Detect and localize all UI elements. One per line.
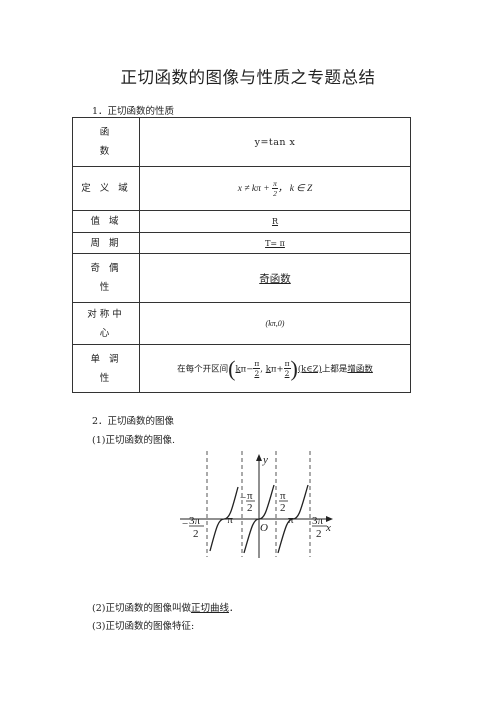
- table-row-symmetry: 对称中 心 (kπ,0): [72, 302, 411, 345]
- label-line: 数: [99, 146, 113, 157]
- row-label-parity: 奇 偶 性: [72, 253, 140, 303]
- interval-k: k: [235, 364, 241, 374]
- interval-plus: +: [276, 364, 284, 374]
- row-label-symmetry: 对称中 心: [72, 302, 140, 345]
- tick-minus-sign: −: [240, 492, 246, 504]
- paragraph-graph-features: (3)正切函数的图像特征:: [92, 621, 195, 632]
- fraction-numerator: π: [253, 359, 261, 369]
- row-label-monotonicity: 单 调 性: [72, 344, 140, 393]
- label-line: 性: [99, 282, 113, 293]
- tick-neg-half-pi-den: 2: [247, 502, 253, 514]
- table-row-function: 函 数 y=tan x: [72, 117, 411, 167]
- row-label-domain: 定 义 域: [72, 166, 140, 211]
- label-line: 性: [99, 372, 113, 384]
- row-value-period: T= π: [139, 232, 411, 254]
- label-line: 奇 偶: [90, 263, 122, 274]
- table-row-parity: 奇 偶 性 奇函数: [72, 253, 411, 303]
- row-label-range: 值 域: [72, 210, 140, 233]
- row-value-function: y=tan x: [139, 117, 411, 167]
- parity-value: 奇函数: [259, 272, 291, 285]
- fraction-denominator: 2: [273, 189, 277, 198]
- tick-neg-pi: −π: [221, 514, 233, 526]
- tick-pi: π: [288, 514, 294, 526]
- range-value: R: [271, 217, 279, 226]
- table-row-range: 值 域 R: [72, 210, 411, 233]
- label-line: 对称中: [87, 308, 125, 320]
- tick-neg-three-half-pi-den: 2: [193, 528, 199, 540]
- fraction-numerator: π: [283, 359, 291, 369]
- tangent-branch-3: [277, 484, 309, 554]
- section-heading-1: 1．正切函数的性质: [92, 106, 175, 117]
- tangent-branch-1: [209, 486, 239, 552]
- interval-k: k: [265, 364, 271, 374]
- interval-pi: π: [240, 364, 247, 374]
- tangent-curve-term: 正切曲线: [190, 603, 229, 614]
- tick-three-half-pi-num: 3π: [312, 515, 324, 527]
- function-formula: y=tan x: [254, 136, 296, 148]
- tangent-graph: y x O − 3π 2 −π − π 2 π 2 π 3π 2: [180, 451, 333, 558]
- right-paren: ): [290, 355, 298, 381]
- period-value: T= π: [265, 238, 285, 248]
- tangent-branch-2: [243, 484, 275, 554]
- page-title: 正切函数的图像与性质之专题总结: [120, 68, 376, 87]
- tick-neg-half-pi-num: π: [247, 490, 253, 502]
- paragraph-punct: ．: [228, 603, 239, 614]
- paragraph-text: (2)正切函数的图像叫做: [92, 603, 191, 614]
- interval-prefix: 在每个开区间: [177, 364, 229, 374]
- table-row-period: 周 期 T= π: [72, 232, 411, 254]
- x-axis-arrow: [326, 516, 333, 522]
- fraction-denominator: 2: [284, 369, 290, 378]
- k-in-z: (k∈Z): [297, 364, 322, 374]
- tangent-curves: [209, 484, 309, 554]
- tick-neg-three-half-pi-num: 3π: [189, 515, 201, 527]
- subheading-graph: (1)正切函数的图像.: [92, 435, 175, 446]
- section-heading-2: 2．正切函数的图像: [92, 416, 175, 427]
- graph-labels: y x O − 3π 2 −π − π 2 π 2 π 3π 2: [182, 454, 331, 540]
- asymptotes: [206, 451, 311, 557]
- y-axis-arrow: [256, 454, 262, 461]
- fraction-numerator: π: [272, 179, 278, 189]
- tick-three-half-pi-den: 2: [316, 528, 322, 540]
- interval-suffix: 上都是: [321, 364, 348, 374]
- x-axis-label: x: [325, 522, 331, 534]
- label-line: 心: [99, 327, 113, 339]
- fraction-denominator: 2: [254, 369, 260, 378]
- row-label-function: 函 数: [72, 117, 140, 167]
- paragraph-tangent-curve: (2)正切函数的图像叫做正切曲线．: [92, 600, 239, 614]
- interval-pi: π: [270, 364, 277, 374]
- tick-half-pi-den: 2: [280, 502, 286, 514]
- left-paren: (: [228, 355, 236, 381]
- label-line: 函: [99, 127, 113, 138]
- row-value-symmetry: (kπ,0): [139, 302, 411, 345]
- origin-label: O: [260, 522, 268, 534]
- y-axis-label: y: [262, 454, 268, 466]
- label-line: 单 调: [90, 353, 122, 365]
- tick-half-pi-num: π: [280, 490, 286, 502]
- interval-minus: −: [246, 364, 254, 374]
- increasing-function: 增函数: [347, 364, 373, 374]
- symmetry-center: (kπ,0): [265, 319, 285, 328]
- row-value-range: R: [139, 210, 411, 233]
- row-label-period: 周 期: [72, 232, 140, 254]
- tick-minus-sign: −: [182, 518, 188, 530]
- row-value-parity: 奇函数: [139, 253, 411, 303]
